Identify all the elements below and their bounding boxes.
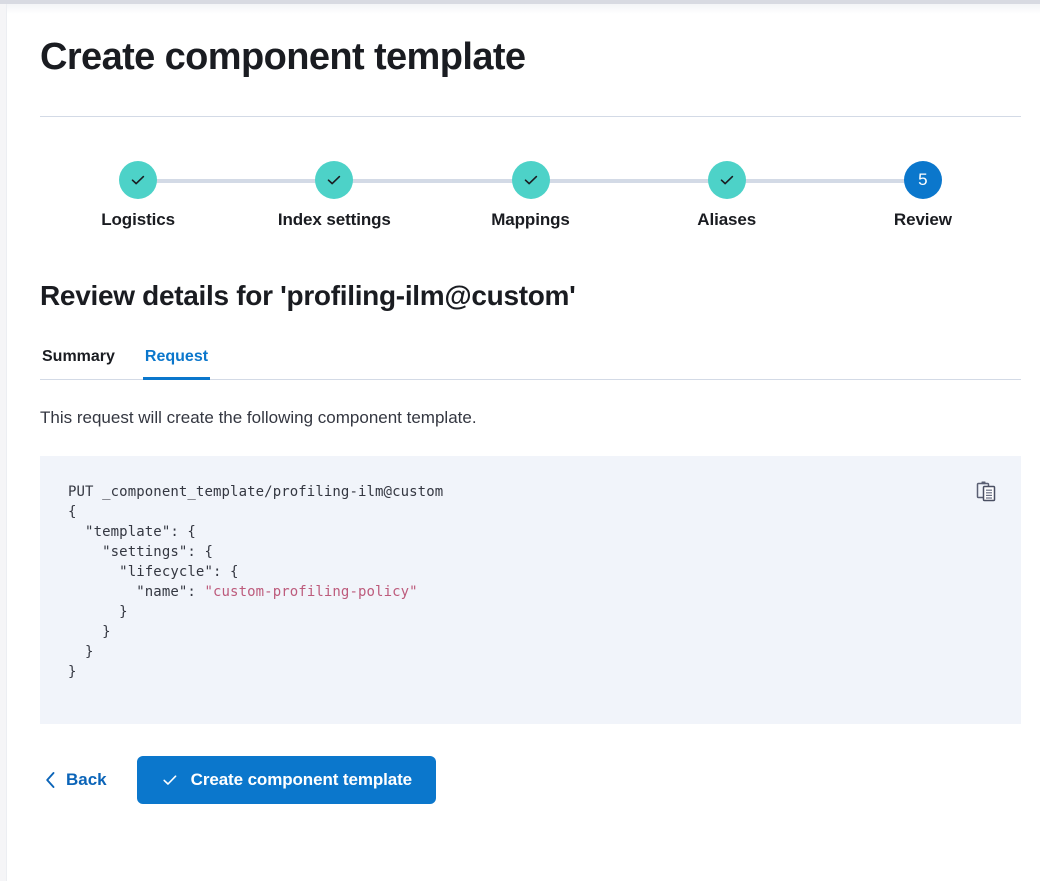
check-icon <box>327 175 341 185</box>
code-line: "settings": { <box>68 544 213 561</box>
request-description: This request will create the following c… <box>40 407 477 427</box>
step-status-circle: 5 <box>903 160 942 199</box>
page-title: Create component template <box>40 36 526 78</box>
step-label: Index settings <box>277 209 391 229</box>
code-line: "name": <box>68 584 205 601</box>
page-container: Create component template Logistics Inde… <box>8 14 1040 881</box>
copy-button[interactable] <box>973 478 999 504</box>
step-connector <box>138 178 335 183</box>
wizard-stepper: Logistics Index settings Mappings <box>40 160 1021 230</box>
step-label: Aliases <box>697 209 757 229</box>
step-number: 5 <box>918 170 928 190</box>
request-code-block: PUT _component_template/profiling-ilm@cu… <box>40 456 1021 725</box>
step-index-settings[interactable]: Index settings <box>236 160 531 230</box>
browser-top-chrome <box>0 0 1040 4</box>
check-icon <box>524 175 537 185</box>
request-code: PUT _component_template/profiling-ilm@cu… <box>68 482 993 682</box>
top-chrome-fade <box>0 4 1040 14</box>
left-gutter-strip <box>0 4 7 881</box>
step-connector <box>334 178 531 183</box>
code-line: "template": { <box>68 524 196 541</box>
check-icon <box>131 175 145 185</box>
code-method-line: PUT _component_template/profiling-ilm@cu… <box>68 484 444 501</box>
back-button-label: Back <box>66 770 107 790</box>
step-label: Review <box>893 209 952 229</box>
step-mappings[interactable]: Mappings <box>432 160 727 230</box>
review-heading: Review details for 'profiling-ilm@custom… <box>40 279 576 311</box>
step-status-circle <box>707 160 746 199</box>
step-status-circle <box>315 160 354 199</box>
wizard-actions: Back Create component template <box>40 756 1008 805</box>
code-line: } <box>68 644 94 661</box>
code-line: } <box>68 664 77 681</box>
step-status-circle <box>119 160 158 199</box>
copy-clipboard-icon <box>976 481 996 502</box>
code-line: "lifecycle": { <box>68 564 239 581</box>
create-component-template-button[interactable]: Create component template <box>136 756 437 805</box>
back-button[interactable]: Back <box>40 764 115 796</box>
step-label: Logistics <box>101 209 175 229</box>
tab-summary[interactable]: Summary <box>42 347 115 365</box>
step-connector <box>530 178 727 183</box>
code-line: } <box>68 604 128 621</box>
step-review[interactable]: 5 Review <box>825 160 1021 230</box>
tab-request[interactable]: Request <box>142 342 211 380</box>
code-string-token: "custom-profiling-policy" <box>204 584 418 601</box>
review-tabs: Summary Request <box>40 342 1021 380</box>
step-status-circle <box>511 160 550 199</box>
check-icon <box>720 175 733 185</box>
step-logistics[interactable]: Logistics <box>40 160 335 230</box>
create-component-template-label: Create component template <box>190 770 413 790</box>
code-line: { <box>68 504 77 521</box>
step-label: Mappings <box>491 209 570 229</box>
code-line: } <box>68 624 111 641</box>
step-connector <box>726 178 923 183</box>
header-divider <box>40 115 1021 117</box>
chevron-left-icon <box>46 772 55 789</box>
step-aliases[interactable]: Aliases <box>629 160 923 230</box>
check-icon <box>163 775 177 786</box>
